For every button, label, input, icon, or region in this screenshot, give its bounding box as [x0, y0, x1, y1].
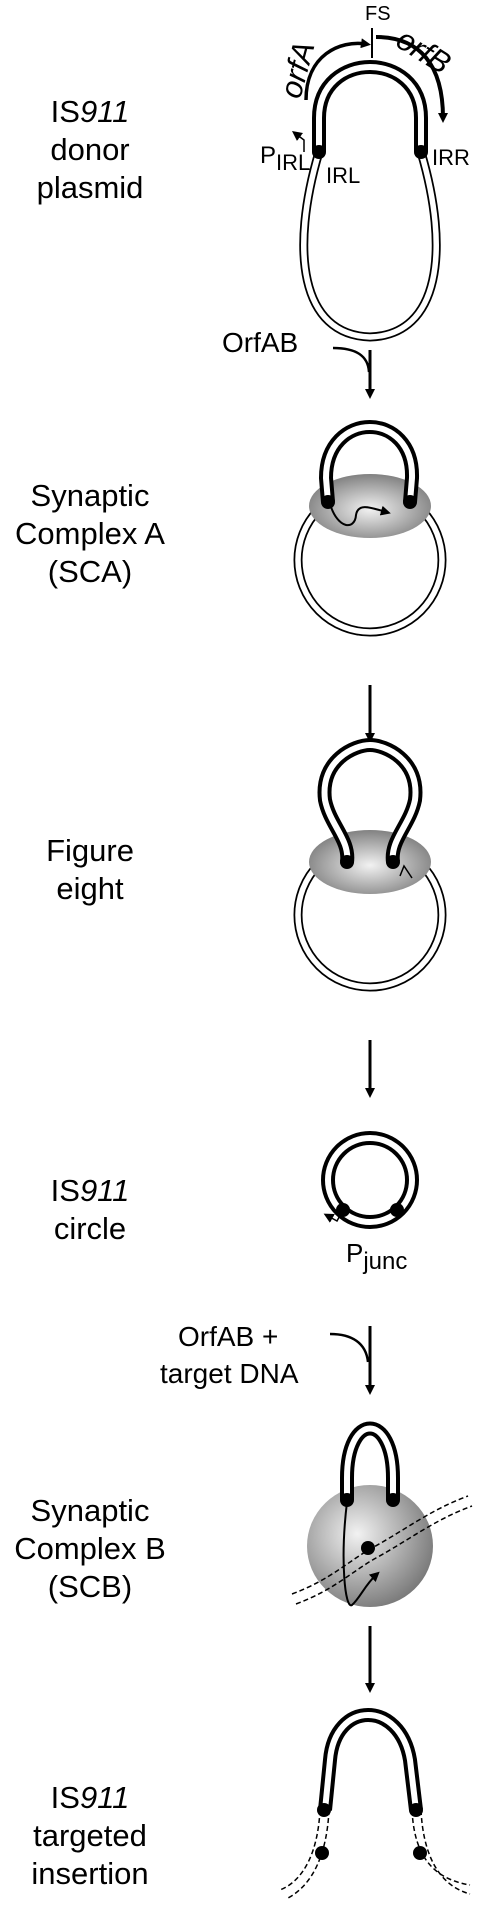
end-dot-left [340, 1493, 354, 1507]
label-line: Synaptic [30, 478, 150, 513]
step-arrow-1: OrfAB [222, 327, 375, 399]
orfab-label-1: OrfAB [222, 327, 298, 358]
synaptic-complex-a [293, 420, 447, 637]
is911-element-inner [316, 64, 424, 152]
label-synaptic-complex-b: Synaptic Complex B (SCB) [0, 1492, 180, 1606]
is911-circle: Pjunc [321, 1131, 419, 1275]
irr-end-dot [403, 495, 417, 509]
synaptic-complex-b [291, 1421, 473, 1607]
end-dot-left [317, 1803, 331, 1817]
target-dot-right [413, 1846, 427, 1860]
orfB-arrow [375, 35, 448, 123]
label-line: (SCA) [47, 554, 133, 589]
fs-label: FS [365, 3, 391, 25]
target-dna-left-1 [279, 1809, 321, 1891]
target-dot-left [315, 1846, 329, 1860]
label-line: Complex A [15, 516, 165, 551]
orfab-target-label-2: target DNA [160, 1358, 299, 1389]
label-targeted-insertion: IS911 targeted insertion [0, 1779, 180, 1893]
end-dot-right [386, 1493, 400, 1507]
orfab-target-label-1: OrfAB + [178, 1321, 278, 1352]
label-line: IS911 [50, 1173, 130, 1208]
irl-end-dot [340, 855, 354, 869]
irl-end-dot [312, 145, 326, 159]
irr-end-dot [386, 855, 400, 869]
label-donor-plasmid: IS911 donor plasmid [0, 93, 180, 207]
target-site-dot [361, 1541, 375, 1555]
label-line: Figure [46, 833, 134, 868]
label-line: IS911 [50, 94, 130, 129]
pirl-label: PIRL [260, 142, 310, 175]
attack-arrow [342, 1501, 380, 1607]
complex-body [309, 830, 431, 894]
target-dna-right-1 [411, 1809, 471, 1886]
end-dot-right [409, 1803, 423, 1817]
is911-loop [344, 1425, 396, 1500]
inserted-is911-element [322, 1712, 419, 1811]
label-line: plasmid [36, 170, 144, 205]
irr-label: IRR [432, 145, 470, 170]
irr-end-dot [414, 145, 428, 159]
label-line: Complex B [14, 1531, 166, 1566]
label-synaptic-complex-a: Synaptic Complex A (SCA) [0, 477, 180, 591]
pirl-promoter-icon [292, 131, 305, 152]
label-line: (SCB) [47, 1569, 133, 1604]
label-line: targeted [33, 1818, 147, 1853]
is911-loop [321, 741, 419, 863]
step-arrow-4: OrfAB + target DNA [160, 1321, 375, 1395]
target-dna-left-2 [287, 1809, 330, 1899]
label-line: IS911 [50, 1780, 130, 1815]
target-dna-right-2 [420, 1809, 471, 1895]
figure-eight [293, 737, 447, 992]
orfA-arrow [304, 38, 371, 101]
target-dna-strand-2 [295, 1505, 473, 1605]
irl-end-dot [321, 495, 335, 509]
irl-label: IRL [326, 163, 360, 188]
label-is911-circle: IS911 circle [0, 1172, 180, 1248]
plasmid-backbone-outer [299, 150, 441, 342]
targeted-insertion [279, 1708, 471, 1899]
donor-plasmid: FS orfA orfB PIRL IRL IRR [260, 3, 470, 342]
label-line: donor [50, 132, 130, 167]
orfA-label: orfA [273, 38, 322, 102]
strand-transfer-arrow [329, 503, 391, 526]
label-line: circle [53, 1211, 127, 1246]
plasmid-backbone-inner [301, 151, 439, 340]
label-line: insertion [31, 1856, 149, 1891]
label-line: Synaptic [30, 1493, 150, 1528]
pjunc-label: Pjunc [346, 1238, 407, 1275]
junction-dot-right [390, 1203, 404, 1217]
label-line: eight [56, 871, 124, 906]
junction-dot-left [336, 1203, 350, 1217]
is911-circle-ring [325, 1135, 415, 1225]
label-figure-eight: Figure eight [0, 832, 180, 908]
